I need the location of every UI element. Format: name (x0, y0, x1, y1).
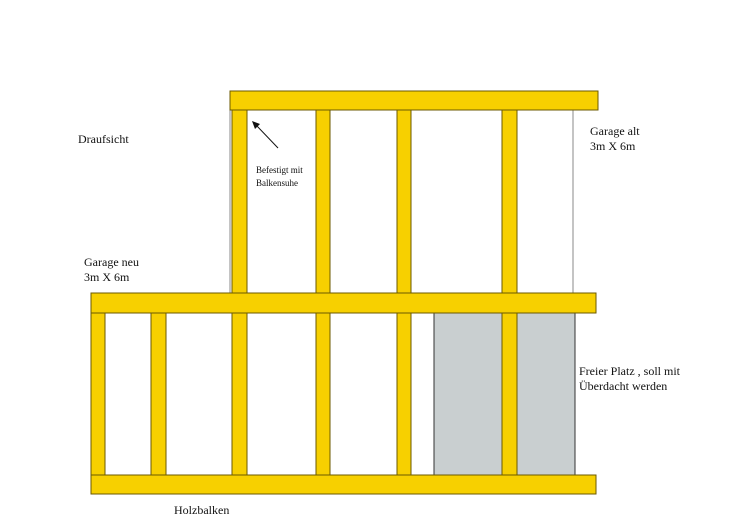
old-garage-size: 3m X 6m (590, 139, 636, 153)
post (315, 312, 331, 476)
free-space-line2: Überdacht werden (579, 379, 668, 393)
top-beam (229, 90, 599, 111)
post (150, 312, 167, 476)
post (396, 109, 412, 294)
new-garage-size: 3m X 6m (84, 270, 130, 284)
post (231, 312, 248, 476)
arrow-icon (252, 121, 279, 149)
beam-label: Holzbalken (174, 503, 230, 517)
post (501, 312, 518, 476)
bottom-beam (90, 474, 597, 495)
old-garage-name: Garage alt (590, 124, 640, 138)
post (231, 109, 248, 294)
post (396, 312, 412, 476)
annotation-line2: Balkensuhe (256, 178, 298, 188)
new-garage-name: Garage neu (84, 255, 139, 269)
annotation-line1: Befestigt mit (256, 165, 303, 175)
middle-beam (90, 292, 597, 314)
post (90, 312, 106, 476)
post (315, 109, 331, 294)
view-label: Draufsicht (78, 132, 129, 146)
post (501, 109, 518, 294)
free-space-line1: Freier Platz , soll mit (579, 364, 680, 378)
